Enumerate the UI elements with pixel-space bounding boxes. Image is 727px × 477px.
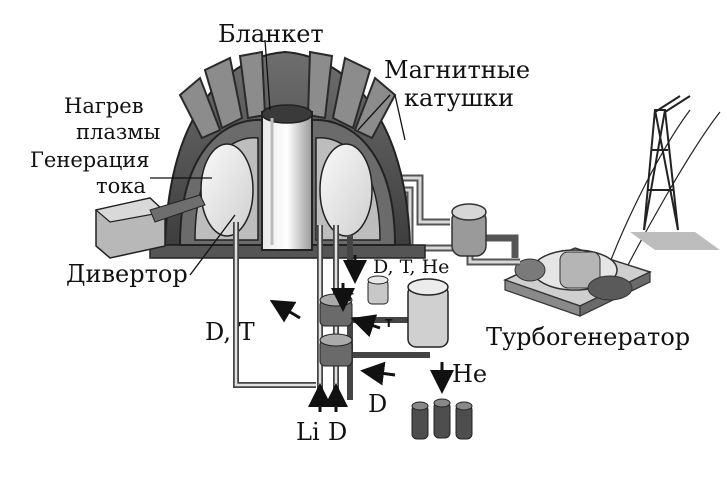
- label-heating-line1: Нагрев: [64, 94, 144, 118]
- label-heating-line2: плазмы: [76, 120, 161, 144]
- label-dt-left: D, T: [205, 318, 255, 346]
- plasma-heating-injector: [94, 194, 206, 259]
- helium-bottles: [411, 398, 473, 440]
- label-current-line1: Генерация: [30, 148, 150, 172]
- label-dthe: D, T, He: [373, 256, 450, 278]
- turbogenerator-unit: [502, 247, 653, 317]
- label-t-small-1: T: [346, 291, 354, 304]
- label-leader-lines: [150, 39, 406, 276]
- label-magnets-line1: Магнитные: [384, 56, 531, 84]
- label-divertor: Дивертор: [66, 260, 188, 288]
- label-t-small-2: T: [385, 317, 393, 330]
- fuel-processing-cylinders: [319, 275, 449, 367]
- tokamak-vessel: [149, 50, 426, 259]
- label-d-input: D: [328, 418, 348, 446]
- label-li: Li: [296, 418, 320, 446]
- label-blanket: Бланкет: [218, 20, 324, 48]
- label-turbogenerator: Турбогенератор: [486, 323, 691, 351]
- flow-arrows: [269, 255, 454, 412]
- label-magnets-line2: катушки: [404, 84, 515, 112]
- heat-exchanger-tank: [451, 203, 487, 257]
- label-current-line2: тока: [96, 174, 146, 198]
- label-he: He: [452, 360, 488, 388]
- label-d-bottom: D: [368, 390, 388, 418]
